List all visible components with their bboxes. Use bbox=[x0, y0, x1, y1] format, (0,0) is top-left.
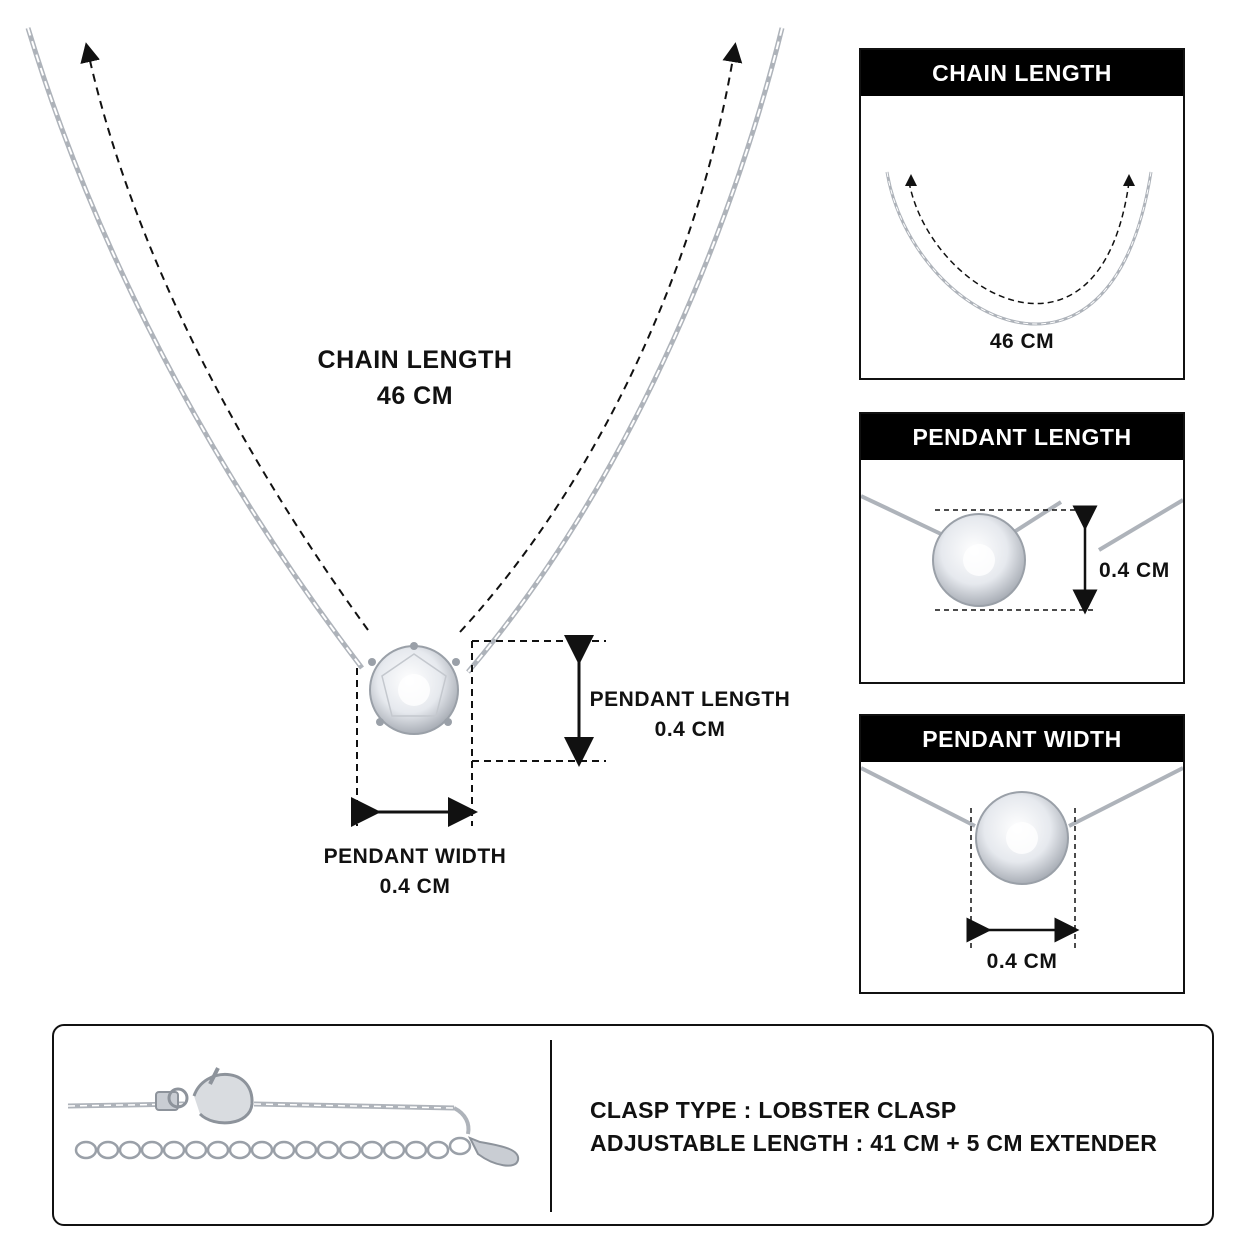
clasp-details: CLASP TYPE : LOBSTER CLASP ADJUSTABLE LE… bbox=[590, 1094, 1157, 1160]
chain-length-panel-title: CHAIN LENGTH bbox=[861, 50, 1183, 96]
pendant-width-panel-illustration bbox=[861, 766, 1183, 948]
chain-length-panel-value: 46 CM bbox=[989, 330, 1055, 353]
pendant-width-panel-value: 0.4 CM bbox=[986, 950, 1058, 973]
pendant-width-panel: PENDANT WIDTH 0.4 CM bbox=[859, 714, 1185, 994]
pendant-length-panel-title: PENDANT LENGTH bbox=[861, 414, 1183, 460]
clasp-divider bbox=[550, 1040, 552, 1212]
chain-length-panel-illustration bbox=[885, 171, 1153, 326]
pendant-length-label: PENDANT LENGTH bbox=[589, 688, 791, 711]
adjustable-length-line: ADJUSTABLE LENGTH : 41 CM + 5 CM EXTENDE… bbox=[590, 1130, 1158, 1156]
pendant-length-panel: PENDANT LENGTH 0.4 CM bbox=[859, 412, 1185, 684]
pendant-length-panel-value: 0.4 CM bbox=[1099, 559, 1170, 582]
pendant-width-panel-title: PENDANT WIDTH bbox=[861, 716, 1183, 762]
chain-left bbox=[25, 27, 364, 670]
chain-length-guide-left bbox=[80, 42, 369, 631]
pendant-gem bbox=[368, 642, 460, 735]
chain-length-guide-right bbox=[459, 42, 743, 633]
clasp-type-line: CLASP TYPE : LOBSTER CLASP bbox=[590, 1097, 957, 1123]
chain-length-panel: CHAIN LENGTH 46 CM bbox=[859, 48, 1185, 380]
chain-length-value: 46 CM bbox=[376, 382, 454, 410]
chain-length-label: CHAIN LENGTH bbox=[317, 346, 513, 374]
clasp-illustration bbox=[67, 1067, 520, 1167]
pendant-width-label: PENDANT WIDTH bbox=[323, 845, 507, 868]
clasp-info-box: CLASP TYPE : LOBSTER CLASP ADJUSTABLE LE… bbox=[52, 1024, 1214, 1226]
pendant-length-panel-illustration bbox=[861, 494, 1183, 615]
pendant-width-value: 0.4 CM bbox=[379, 875, 451, 898]
pendant-length-value: 0.4 CM bbox=[654, 718, 726, 741]
